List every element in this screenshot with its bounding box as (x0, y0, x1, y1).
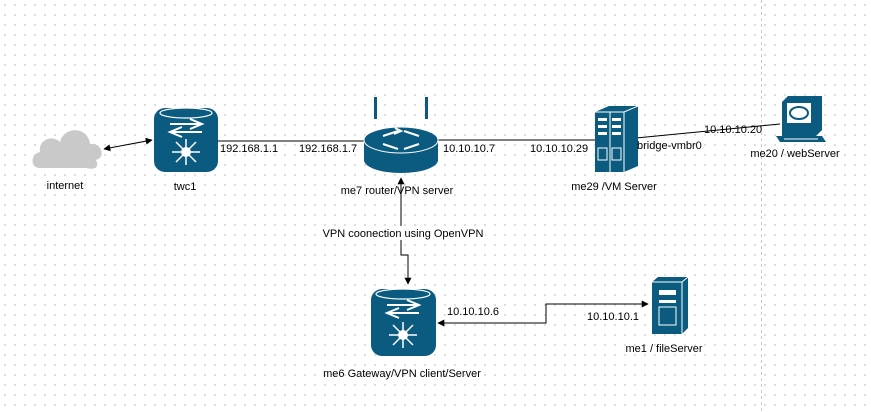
layer3-switch-icon (371, 288, 436, 356)
node-label-me7: me7 router/VPN server (341, 185, 454, 197)
file-server-icon (652, 276, 689, 334)
link-me29-me20[interactable] (635, 123, 781, 139)
ip-label-me7-lan: 10.10.10.7 (443, 143, 495, 155)
vpn-label-background (322, 226, 485, 240)
node-me29[interactable]: me29 /VM Server (571, 105, 657, 193)
link-internet-twc1[interactable] (103, 137, 153, 152)
cloud-icon (32, 130, 102, 169)
ip-label-me29: 10.10.10.29 (530, 143, 588, 155)
wireless-router-icon (363, 97, 439, 173)
node-label-me20: me20 / webServer (750, 148, 840, 160)
server-rack-icon (595, 105, 639, 172)
node-label-twc1: twc1 (174, 181, 197, 193)
ip-label-me7-wan: 192.168.1.7 (299, 143, 357, 155)
ip-label-me20: 10.10.10.20 (704, 124, 762, 136)
ip-label-me1: 10.10.10.1 (587, 311, 639, 323)
layer3-switch-icon (154, 107, 218, 172)
node-label-internet: internet (47, 180, 84, 192)
node-me7[interactable]: me7 router/VPN server (341, 97, 454, 197)
node-label-me6: me6 Gateway/VPN client/Server (323, 368, 481, 380)
link-me6-me1[interactable] (437, 300, 649, 327)
node-twc1[interactable]: twc1 (154, 107, 218, 193)
node-label-me1: me1 / fileServer (625, 343, 702, 355)
bridge-label: bridge-vmbr0 (637, 140, 702, 152)
vpn-connection-label: VPN coonection using OpenVPN (323, 228, 484, 240)
workstation-icon (776, 96, 826, 142)
ip-label-me6: 10.10.10.6 (447, 306, 499, 318)
node-me20[interactable]: me20 / webServer (750, 96, 840, 160)
node-me6[interactable]: me6 Gateway/VPN client/Server (323, 288, 481, 380)
node-label-me29: me29 /VM Server (571, 181, 657, 193)
node-me1[interactable]: me1 / fileServer (625, 276, 703, 355)
node-internet[interactable]: internet (32, 130, 102, 192)
ip-label-twc1: 192.168.1.1 (220, 143, 278, 155)
link-me7-me6-vpn[interactable] (397, 177, 412, 285)
